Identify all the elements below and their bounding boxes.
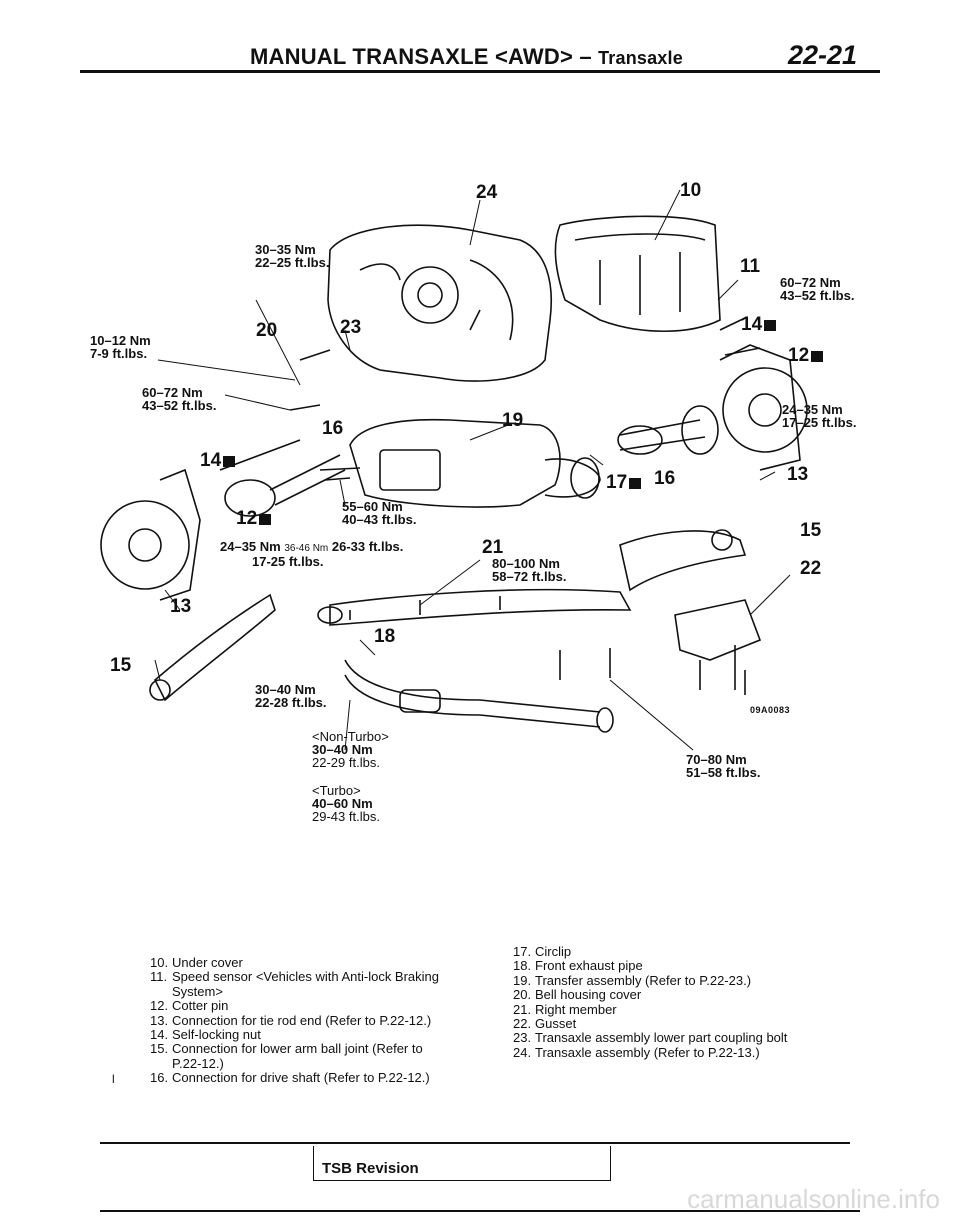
legend-item-number: 22. (513, 1016, 532, 1032)
callout-16-left: 16 (322, 418, 344, 439)
callout-11: 11 (740, 256, 761, 277)
legend-item-number: 13. (150, 1012, 169, 1028)
variant-non-turbo: <Non-Turbo> 30–40 Nm 22-29 ft.lbs. (312, 729, 389, 770)
callout-21: 21 (482, 537, 504, 558)
page-header: MANUAL TRANSAXLE <AWD> – Transaxle 22-21 (0, 0, 960, 80)
footer-rule-bottom (100, 1210, 860, 1212)
legend-item-text: Front exhaust pipe (535, 958, 643, 974)
legend-item-text: Transaxle assembly lower part coupling b… (535, 1030, 788, 1046)
callout-15-right: 15 (800, 520, 822, 541)
callout-18: 18 (374, 626, 396, 647)
legend-item-number: 17. (513, 944, 532, 959)
callout-15-left: 15 (110, 655, 132, 676)
legend-item: 23.Transaxle assembly lower part couplin… (513, 1030, 823, 1046)
legend-item-text: Transaxle assembly (Refer to P.22-13.) (535, 1044, 760, 1060)
page-title: MANUAL TRANSAXLE <AWD> – Transaxle (250, 44, 683, 70)
legend-item-text: Connection for lower arm ball joint (Ref… (172, 1041, 423, 1071)
legend-item-number: 14. (150, 1027, 169, 1043)
callout-22: 22 (800, 558, 822, 579)
legend-item: 15.Connection for lower arm ball joint (… (150, 1042, 450, 1071)
legend-item: 17.Circlip (513, 944, 823, 959)
legend-item-text: Self-locking nut (172, 1027, 261, 1043)
watermark: carmanualsonline.info (687, 1184, 940, 1214)
callout-13-left: 13 (170, 596, 192, 617)
callout-16-right: 16 (654, 468, 676, 489)
diagram-illustration (100, 189, 808, 751)
legend-item: 20.Bell housing cover (513, 987, 823, 1003)
legend-item: 16.Connection for drive shaft (Refer to … (150, 1070, 450, 1086)
callout-23: 23 (340, 317, 362, 338)
legend-item: 14.Self-locking nut (150, 1027, 450, 1043)
callout-17: 17 (606, 472, 642, 494)
legend-item-text: Under cover (172, 955, 243, 970)
legend-item-number: 12. (150, 998, 169, 1014)
callout-24: 24 (476, 182, 498, 203)
legend-item-text: Speed sensor <Vehicles with Anti-lock Br… (172, 969, 440, 999)
callout-12-right: 12 (788, 345, 824, 367)
header-rule (80, 70, 880, 73)
legend-item-text: Circlip (535, 944, 572, 959)
tsb-revision-box: TSB Revision (313, 1146, 611, 1181)
legend-item-text: Connection for drive shaft (Refer to P.2… (172, 1070, 430, 1086)
callout-10: 10 (680, 180, 702, 201)
legend-item: 11.Speed sensor <Vehicles with Anti-lock… (150, 969, 450, 999)
legend-item: 19.Transfer assembly (Refer to P.22-23.) (513, 972, 823, 988)
tsb-revision-label: TSB Revision (322, 1160, 419, 1177)
bullet-mark: l (112, 1072, 115, 1086)
legend-item-number: 18. (513, 958, 532, 974)
legend-item-number: 19. (513, 972, 532, 988)
callout-14-right: 14 (741, 314, 777, 336)
legend-item: 10.Under cover (150, 955, 450, 970)
callout-19: 19 (502, 410, 524, 431)
legend-item: 12.Cotter pin (150, 998, 450, 1014)
legend-item: 13.Connection for tie rod end (Refer to … (150, 1012, 450, 1028)
legend-item-number: 21. (513, 1001, 532, 1017)
legend-item-number: 15. (150, 1041, 169, 1057)
variant-turbo: <Turbo> 40–60 Nm 29-43 ft.lbs. (312, 783, 380, 824)
legend-item-text: Gusset (535, 1016, 577, 1032)
legend-item: 18.Front exhaust pipe (513, 958, 823, 974)
callout-12-left: 12 (236, 508, 272, 530)
legend-item-text: Connection for tie rod end (Refer to P.2… (172, 1012, 432, 1028)
legend-item-number: 16. (150, 1070, 169, 1086)
title-sub: Transaxle (598, 48, 683, 68)
exploded-diagram: 24 10 11 20 23 14 12 16 19 14 17 16 13 1… (90, 180, 857, 824)
legend-item-number: 20. (513, 987, 532, 1003)
legend-item-number: 10. (150, 955, 169, 970)
page-number: 22-21 (788, 40, 858, 70)
figure-code: 09A0083 (750, 705, 791, 715)
callout-14-left: 14 (200, 450, 236, 472)
legend-item-number: 24. (513, 1044, 532, 1060)
legend-item-text: Right member (535, 1001, 617, 1017)
legend-item-text: Transfer assembly (Refer to P.22-23.) (535, 972, 752, 988)
legend-item: 24.Transaxle assembly (Refer to P.22-13.… (513, 1044, 823, 1060)
footer-rule-top (100, 1142, 850, 1144)
torque-spec-7: 24–35 Nm 36-46 Nm 26-33 ft.lbs. 17-25 ft… (220, 539, 404, 569)
legend-item-number: 11. (150, 969, 168, 985)
legend-item: 21.Right member (513, 1001, 823, 1017)
legend-item-text: Cotter pin (172, 998, 229, 1014)
legend-item-number: 23. (513, 1030, 532, 1046)
legend-item-text: Bell housing cover (535, 987, 642, 1003)
callout-13-right: 13 (787, 464, 809, 485)
title-main: MANUAL TRANSAXLE <AWD> – (250, 44, 592, 69)
legend-item: 22.Gusset (513, 1016, 823, 1032)
callout-20: 20 (256, 320, 278, 341)
